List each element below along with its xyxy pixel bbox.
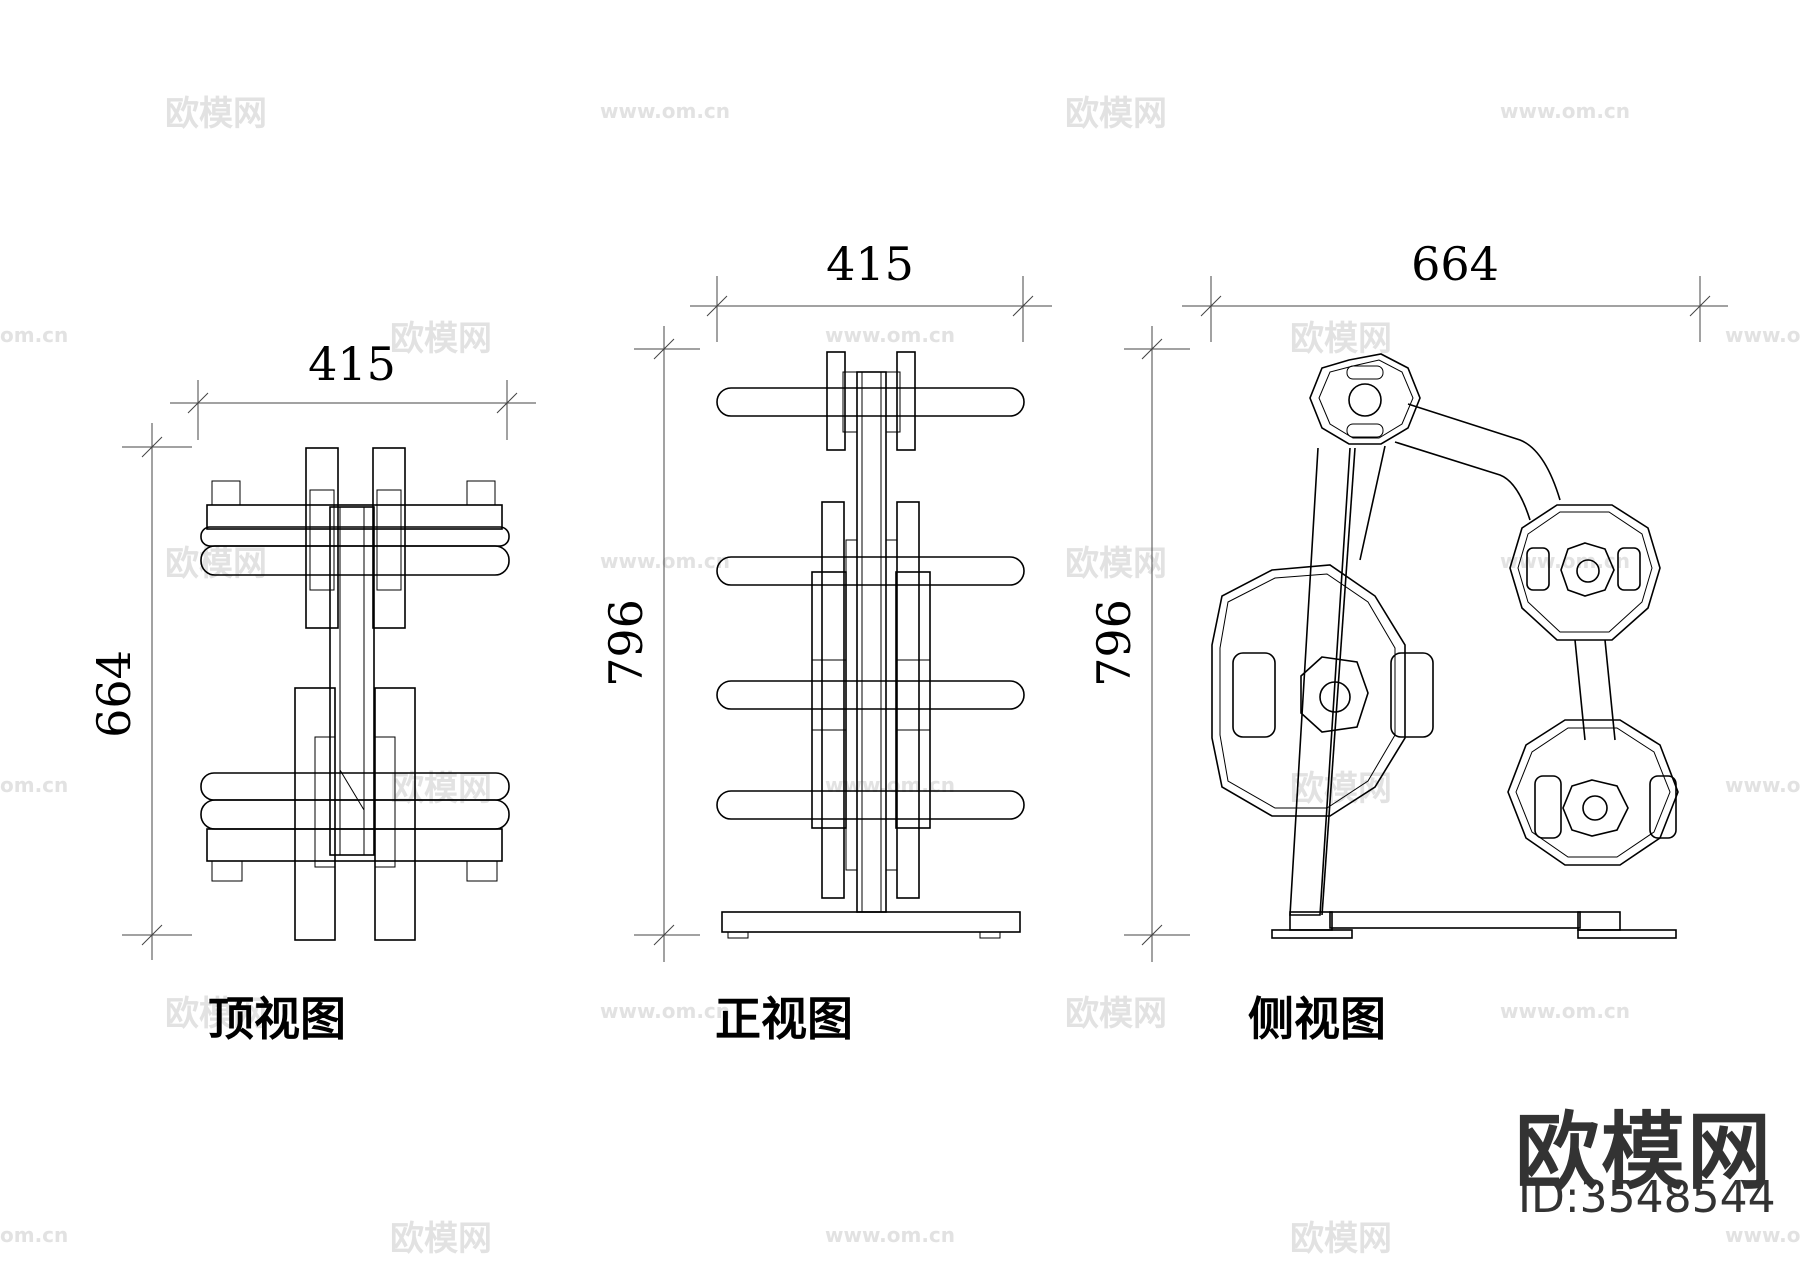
watermark-url: om.cn — [0, 323, 68, 347]
watermark-brand: 欧模网 — [1290, 769, 1392, 809]
front-view-label: 正视图 — [715, 992, 853, 1046]
watermark-brand: 欧模网 — [1065, 994, 1167, 1034]
watermark-brand: 欧模网 — [1290, 319, 1392, 359]
top-view-label: 顶视图 — [208, 992, 346, 1046]
watermark-brand: 欧模网 — [390, 1219, 492, 1259]
watermark-brand: 欧模网 — [390, 769, 492, 809]
front-view-width-dimension: 415 — [690, 237, 1052, 342]
watermark-url: www.om.cn — [1500, 999, 1630, 1023]
side-view-width-dimension: 664 — [1182, 237, 1728, 342]
watermark-brand: 欧模网 — [1065, 544, 1167, 584]
top-view: 415 664 — [87, 337, 536, 960]
model-id: ID:3548544 — [1518, 1172, 1776, 1223]
watermark-url: www.om.cn — [600, 549, 730, 573]
top-view-depth-value: 664 — [87, 650, 141, 738]
side-view-height-value: 796 — [1087, 599, 1141, 687]
watermark-url: www.om.cn — [1725, 323, 1800, 347]
top-view-depth-dimension: 664 — [87, 423, 192, 960]
front-view-height-value: 796 — [599, 599, 653, 687]
watermark-brand: 欧模网 — [390, 319, 492, 359]
watermark-layer: 欧模网 www.om.cn 欧模网 www.om.cn om.cn 欧模网 ww… — [0, 94, 1800, 1259]
side-view-height-dimension: 796 — [1087, 326, 1190, 962]
front-view-width-value: 415 — [826, 237, 914, 291]
front-view-height-dimension: 796 — [599, 326, 700, 962]
watermark-url: www.om.cn — [825, 1223, 955, 1247]
side-view: 664 796 — [1087, 237, 1728, 962]
watermark-url: www.om.cn — [1725, 773, 1800, 797]
watermark-url: www.om.cn — [1500, 99, 1630, 123]
top-view-width-dimension: 415 — [170, 337, 536, 440]
watermark-url: www.om.cn — [1725, 1223, 1800, 1247]
watermark-brand: 欧模网 — [165, 94, 267, 134]
side-view-label: 侧视图 — [1248, 992, 1386, 1046]
watermark-url: www.om.cn — [825, 323, 955, 347]
watermark-url: om.cn — [0, 773, 68, 797]
watermark-brand: 欧模网 — [165, 544, 267, 584]
watermark-url: om.cn — [0, 1223, 68, 1247]
watermark-url: www.om.cn — [1500, 549, 1630, 573]
watermark-brand: 欧模网 — [1065, 94, 1167, 134]
watermark-url: www.om.cn — [600, 999, 730, 1023]
top-view-width-value: 415 — [308, 337, 396, 391]
watermark-brand: 欧模网 — [1290, 1219, 1392, 1259]
watermark-url: www.om.cn — [600, 99, 730, 123]
brand-logo: 欧模网 — [1515, 1103, 1774, 1201]
front-view: 415 796 — [599, 237, 1052, 962]
side-view-width-value: 664 — [1411, 237, 1499, 291]
watermark-brand: 欧模网 — [165, 994, 267, 1034]
